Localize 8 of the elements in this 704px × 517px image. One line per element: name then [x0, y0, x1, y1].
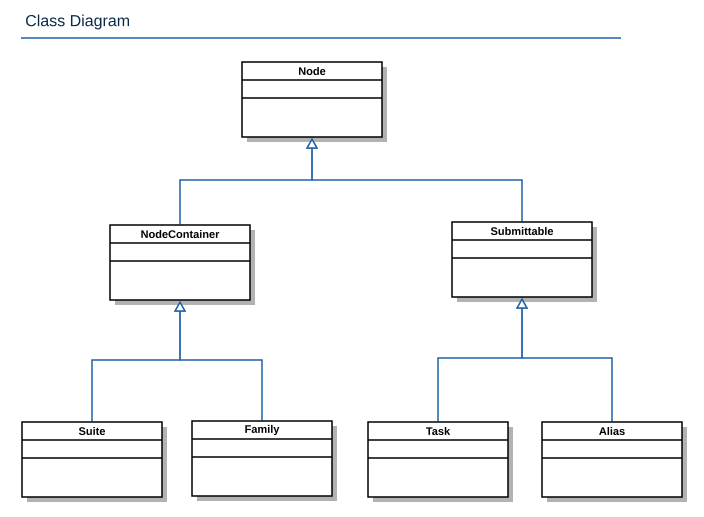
- class-box: Family: [191, 420, 337, 501]
- class-box: Submittable: [451, 221, 597, 302]
- class-box: Suite: [21, 421, 167, 502]
- class-box: Task: [367, 421, 513, 502]
- class-box: Node: [241, 61, 387, 142]
- class-box: Alias: [541, 421, 687, 502]
- title: Class Diagram: [26, 14, 130, 30]
- class-box: NodeContainer: [109, 224, 255, 305]
